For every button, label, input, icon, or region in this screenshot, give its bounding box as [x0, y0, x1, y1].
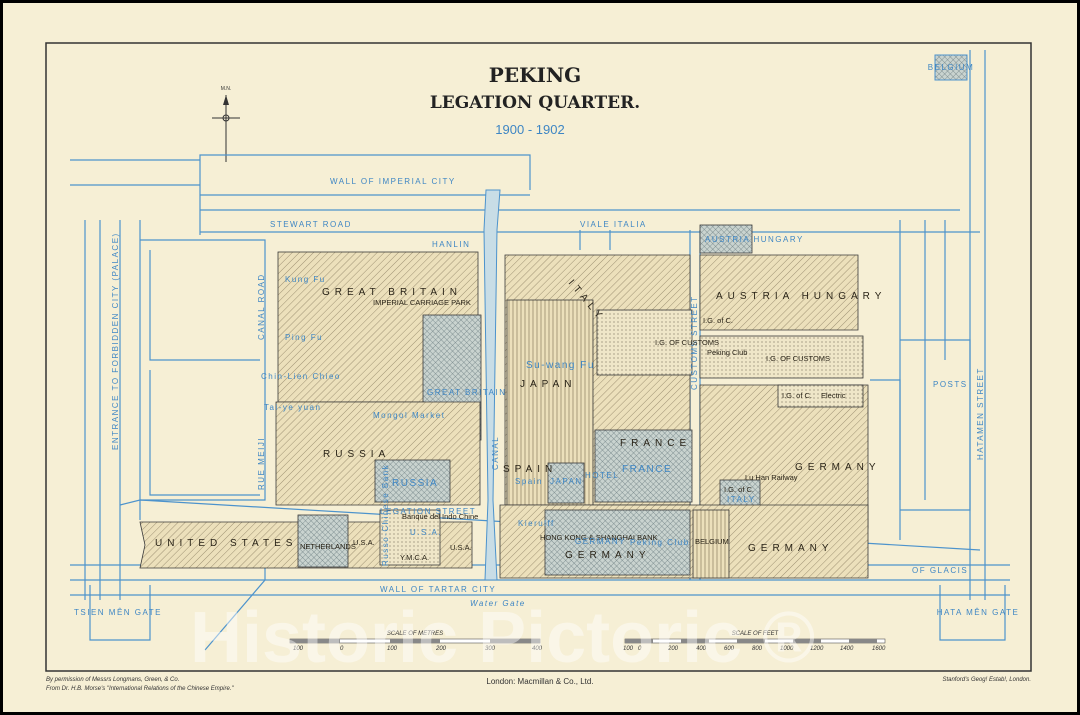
canal-road-label: CANAL ROAD: [257, 273, 266, 340]
source-note: From Dr. H.B. Morse's "International Rel…: [46, 686, 234, 692]
igc-customs-2-label: I.G. OF CUSTOMS: [766, 354, 830, 363]
rue-meiji-label: RUE MEIJI: [257, 437, 266, 490]
belgium-old-marker: [934, 54, 968, 81]
ping-fu-label: Ping Fu: [285, 333, 323, 342]
metres-tick: 100: [293, 646, 304, 652]
banque-indo-chine-label: Banque del Indo Chine: [402, 512, 478, 521]
publisher-note: London: Macmillan & Co., Ltd.: [486, 677, 593, 686]
stewart-road-label: STEWART ROAD: [270, 220, 352, 229]
france-label: FRANCE: [620, 438, 691, 449]
japan-label: JAPAN: [520, 379, 577, 390]
compass-label: M.N.: [221, 86, 232, 92]
scale-feet-label: SCALE OF FEET: [732, 631, 780, 637]
feet-tick: 1400: [840, 646, 854, 652]
legation-plots: [139, 224, 869, 579]
tai-yu-yuan-label: Tai-ye yuan: [264, 403, 321, 412]
hongkong-bank-label: HONG KONG & SHANGHAI BANK: [540, 533, 658, 542]
posts-label: POSTS: [933, 380, 968, 389]
france-old-label: FRANCE: [622, 464, 672, 475]
tsien-men-gate-label: TSIEN MÊN GATE: [74, 608, 162, 617]
compass-rose-icon: [212, 95, 240, 162]
feet-tick: 1000: [780, 646, 794, 652]
water-gate-label: Water Gate: [470, 599, 526, 608]
scale-metres-label: SCALE OF METRES: [387, 631, 443, 637]
watermark: Historic Pictoric ®: [190, 598, 815, 678]
mongol-market-label: Mongol Market: [373, 411, 445, 420]
germany-old-label: GERMANY: [575, 537, 626, 546]
feet-tick: 1200: [810, 646, 824, 652]
metres-tick: 400: [532, 646, 543, 652]
feet-tick: 200: [667, 646, 679, 652]
electric-label: Electric: [821, 391, 846, 400]
metres-tick: 100: [387, 646, 398, 652]
igc-2-label: I.G. of C.: [782, 391, 812, 400]
great-britain-old-label: GREAT BRITAIN: [427, 388, 507, 397]
great-britain-label: GREAT BRITAIN: [322, 287, 462, 298]
customs-street-label: CUSTOMS STREET: [690, 295, 699, 390]
germany-east-label: GERMANY: [795, 462, 881, 473]
lu-han-railway-label: Lu Han Railway: [745, 473, 798, 482]
usa-3-label: U.S.A.: [450, 543, 472, 552]
feet-tick: 1600: [872, 646, 886, 652]
ymca-label: Y.M.C.A.: [400, 553, 429, 562]
germany-far-label: GERMANY: [748, 543, 834, 554]
hatamen-street-label: HATAMEN STREET: [976, 367, 985, 460]
peking-club-old-label: Peking Club: [630, 538, 690, 547]
spain-old-label: Spain: [515, 477, 543, 486]
peking-club-label: Peking Club: [707, 348, 747, 357]
street-lines: [70, 50, 1010, 651]
permission-note: By permission of Messrs Longmans, Green,…: [46, 677, 179, 683]
title-line2: LEGATION QUARTER.: [430, 93, 640, 113]
belgium-label: BELGIUM: [695, 537, 729, 546]
su-wang-fu-label: Su-wang Fu: [526, 360, 595, 371]
metres-tick: 200: [435, 646, 447, 652]
scale-of-feet: [624, 638, 886, 644]
metres-tick: 300: [485, 646, 496, 652]
glacis-label: OF GLACIS: [912, 566, 968, 575]
hata-men-gate-label: HATA MÊN GATE: [937, 608, 1020, 617]
viale-italia-label: VIALE ITALIA: [580, 220, 647, 229]
spain-label: SPAIN: [503, 464, 557, 475]
austria-hungary-old-label: AUSTRIA HUNGARY: [705, 235, 804, 244]
igc-1-label: I.G. of C.: [703, 316, 733, 325]
feet-tick: 100: [623, 646, 634, 652]
title-years: 1900 - 1902: [495, 122, 564, 137]
feet-tick: 400: [696, 646, 707, 652]
russia-old-label: RUSSIA: [392, 478, 438, 489]
feet-tick: 800: [752, 646, 763, 652]
feet-tick: 600: [724, 646, 735, 652]
hotel-label: HOTEL: [585, 471, 619, 480]
chin-lien-chieo-label: Chin-Lien Chieo: [261, 372, 341, 381]
austria-hungary-label: AUSTRIA HUNGARY: [716, 291, 886, 302]
feet-tick: 0: [638, 646, 642, 652]
engraver-note: Stanford's Geog! Estab!, London.: [942, 677, 1031, 683]
entrance-label: ENTRANCE TO FORBIDDEN CITY (PALACE): [111, 232, 120, 450]
kung-fu-label: Kung Fu: [285, 275, 326, 284]
japan-old-label: JAPAN: [550, 477, 583, 486]
kierulff-label: Kierulff: [518, 519, 555, 528]
hanlin-label: HANLIN: [432, 240, 470, 249]
usa-1-label: U.S.A.: [353, 538, 375, 547]
legation-street-label: LEGATION STREET: [380, 507, 476, 516]
wall-tartar-label: WALL OF TARTAR CITY: [380, 585, 496, 594]
netherlands-label: NETHERLANDS: [300, 542, 356, 551]
canal: [483, 189, 501, 581]
russo-chinese-bank-label: Russo-Chinese Bank: [381, 464, 390, 566]
title-line1: PEKING: [489, 63, 581, 87]
germany-south-label: GERMANY: [565, 550, 651, 561]
belgium-old-label: BELGIUM: [928, 63, 975, 72]
united-states-label: UNITED STATES: [155, 538, 297, 549]
canal-label: CANAL: [491, 436, 500, 470]
map-frame: [45, 42, 1032, 672]
igc-3-label: I.G. of C.: [724, 485, 754, 494]
igc-customs-1-label: I.G. OF CUSTOMS: [655, 338, 719, 347]
wall-imperial-label: WALL OF IMPERIAL CITY: [330, 177, 456, 186]
metres-tick: 0: [340, 646, 344, 652]
russia-label: RUSSIA: [323, 449, 390, 460]
usa-2-label: U.S.A.: [410, 528, 442, 537]
imperial-carriage-park-label: IMPERIAL CARRIAGE PARK: [373, 298, 471, 307]
scale-of-metres: [289, 638, 541, 644]
italy-old-label: ITALY: [727, 495, 756, 504]
